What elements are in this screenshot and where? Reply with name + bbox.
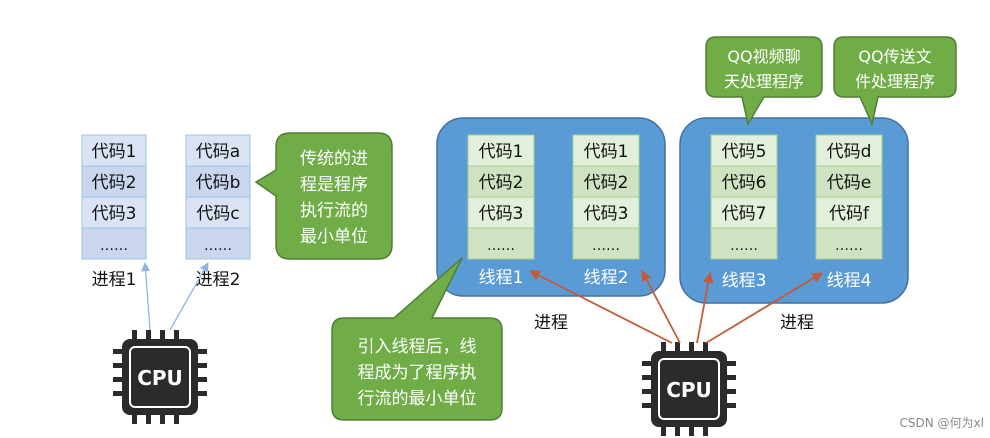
code-stack-process2: 代码a 代码b 代码c …… 进程2	[185, 134, 251, 290]
stack-cell	[185, 227, 251, 260]
thread-cell	[467, 196, 535, 229]
watermark: CSDN @何为xl	[900, 416, 984, 430]
thread-cell	[710, 196, 778, 229]
process-box-2-label: 进程	[780, 313, 814, 333]
callout-bubble	[705, 36, 823, 127]
cpu-label: CPU	[666, 378, 712, 402]
thread4-label: 线程4	[827, 271, 872, 291]
thread-cell-text: ……	[730, 238, 758, 254]
stack-cell-text: 代码c	[196, 204, 239, 224]
thread-cell-text: 代码d	[827, 142, 872, 162]
thread-cell-text: 代码1	[479, 142, 524, 162]
qq-video-callout: QQ视频聊 天处理程序	[705, 36, 823, 127]
callout-line: 程成为了程序执	[358, 363, 477, 383]
traditional-process-callout: 传统的进 程是程序 执行流的 最小单位	[254, 132, 393, 260]
thread-cell-text: ……	[592, 238, 620, 254]
stack-cell	[81, 165, 147, 198]
thread3-label: 线程3	[722, 271, 767, 291]
thread-cell	[815, 227, 883, 260]
thread-cell-text: ……	[835, 238, 863, 254]
callout-line: QQ视频聊	[727, 47, 800, 66]
stack-cell-text: ……	[100, 238, 128, 254]
thread-cell-text: 代码2	[479, 173, 524, 193]
stack-cell-text: 代码2	[92, 173, 137, 193]
thread1-label: 线程1	[479, 268, 524, 288]
cpu-label: CPU	[137, 366, 183, 390]
arrow-cpu-to-thread2	[641, 270, 681, 344]
thread2-stack: 代码1 代码2 代码3 …… 线程2	[572, 134, 640, 288]
thread-cell-text: 代码f	[829, 204, 870, 224]
stack-cell	[81, 227, 147, 260]
stack-cell-text: 代码b	[196, 173, 241, 193]
stack-cell-text: 代码1	[92, 142, 137, 162]
thread3-stack: 代码5 代码6 代码7 …… 线程3	[710, 134, 778, 291]
arrow-cpu-to-process2	[169, 262, 209, 331]
callout-line: 最小单位	[300, 227, 368, 247]
qq-file-callout: QQ传送文 件处理程序	[833, 36, 957, 127]
callout-line: QQ传送文	[858, 47, 931, 66]
callout-line: 行流的最小单位	[358, 389, 477, 409]
callout-bubble	[331, 257, 503, 421]
arrow-cpu-to-thread3	[696, 271, 714, 344]
stack-cell-text: ……	[204, 238, 232, 254]
callout-line: 件处理程序	[855, 72, 935, 91]
arrow-cpu-to-thread4	[705, 272, 823, 344]
cpu-chip-right: CPU	[642, 342, 736, 436]
thread-cell	[710, 227, 778, 260]
callout-bubble	[254, 132, 393, 260]
stack-cell-text: 代码a	[196, 142, 240, 162]
thread-cell	[467, 165, 535, 198]
thread-cell-text: 代码2	[584, 173, 629, 193]
thread-cell	[710, 165, 778, 198]
callout-line: 引入线程后，线	[358, 337, 477, 357]
thread-intro-callout: 引入线程后，线 程成为了程序执 行流的最小单位	[331, 257, 503, 421]
arrow-cpu-to-process1	[141, 262, 151, 331]
thread4-stack: 代码d 代码e 代码f …… 线程4	[815, 134, 883, 291]
callout-line: 传统的进	[300, 149, 368, 169]
thread2-label: 线程2	[584, 268, 629, 288]
thread-cell	[467, 227, 535, 260]
callout-line: 程是程序	[300, 175, 368, 195]
callout-line: 执行流的	[300, 201, 368, 221]
thread-cell	[572, 227, 640, 260]
thread-cell-text: 代码3	[479, 204, 524, 224]
thread-cell	[815, 165, 883, 198]
thread-cell-text: 代码7	[722, 204, 767, 224]
thread-cell-text: 代码e	[827, 173, 871, 193]
stack-cell	[81, 134, 147, 167]
thread-cell-text: 代码1	[584, 142, 629, 162]
callout-line: 天处理程序	[724, 72, 804, 91]
process-box-1-label: 进程	[534, 313, 568, 333]
stack-cell-text: 代码3	[92, 204, 137, 224]
thread1-stack: 代码1 代码2 代码3 …… 线程1	[467, 134, 535, 288]
thread-cell-text: 代码5	[722, 142, 767, 162]
arrow-cpu-to-thread1	[529, 270, 673, 344]
thread-cell-text: 代码3	[584, 204, 629, 224]
callout-bubble	[833, 36, 957, 127]
cpu-chip-left: CPU	[113, 330, 207, 424]
thread-cell-text: ……	[487, 238, 515, 254]
thread-cell	[572, 134, 640, 167]
thread-cell	[710, 134, 778, 167]
stack-cell	[185, 165, 251, 198]
thread-cell-text: 代码6	[722, 173, 767, 193]
thread-cell	[467, 134, 535, 167]
code-stack-process1: 代码1 代码2 代码3 …… 进程1	[81, 134, 147, 290]
process2-label: 进程2	[196, 270, 241, 290]
process1-label: 进程1	[92, 270, 137, 290]
